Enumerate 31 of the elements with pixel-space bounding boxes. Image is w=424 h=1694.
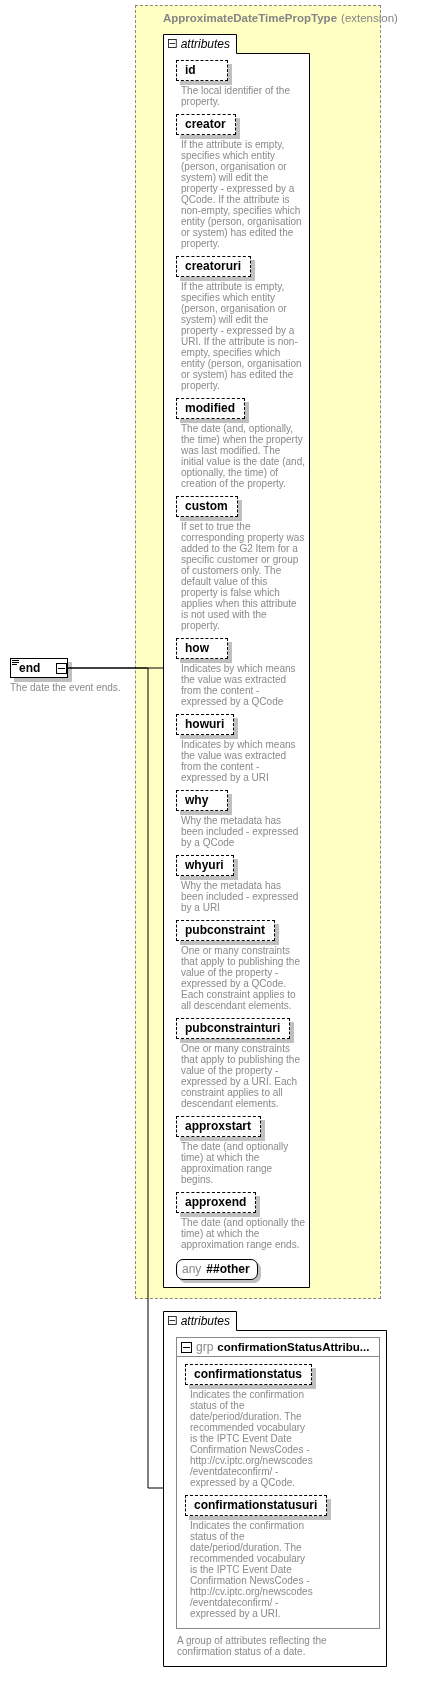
description-text: Why the metadata has been included - expressed by a URI [181, 880, 300, 913]
description-text: Indicates by which means the value was extracted from the content - expressed by a URI [181, 739, 297, 783]
group-keyword: grp [196, 1340, 214, 1354]
wildcard-namespace: ##other [206, 1262, 250, 1276]
description-text: If the attribute is empty, specifies which entity (person, organisation or system) will edit the property - expressed by a URI. If the attribute is non-empty, specifies which entity (person, organisation or system) has edited the property. [181, 281, 303, 391]
description-text: If the attribute is empty, specifies which entity (person, organisation or system) will edit the property - expressed by a QCode. If the attribute is non-empty, specifies which entity (person, organisation or system) has edited the property. [181, 139, 303, 249]
description-text: If set to true the corresponding property was added to the G2 Item for a specific customer or group of customers only. The default value of this property is false which applies when this attribute is not used with the property. [181, 521, 305, 631]
attribute-group-box [176, 1337, 380, 1629]
description-text: The date (and, optionally, the time) when the property was last modified. The initial value is the date (and, optionally, the time) of creation of the property. [181, 423, 305, 489]
description-text: A group of attributes reflecting the confirmation status of a date. [177, 1635, 328, 1657]
connector-line [67, 667, 164, 1489]
wildcard-keyword: any [182, 1262, 202, 1276]
compartment-label: attributes [180, 1313, 230, 1328]
description-text: Indicates by which means the value was extracted from the content - expressed by a QCode [181, 663, 297, 707]
description-text: Indicates the confirmation status of the date/period/duration. The recommended vocabulary is the IPTC Event Date Confirmation NewsCodes - http://cv.iptc.org/newscodes/eventdateconfirm/ - expressed by a QCode. [190, 1389, 314, 1488]
description-text: The local identifier of the property. [181, 85, 291, 107]
description-text: Why the metadata has been included - expressed by a QCode [181, 815, 300, 848]
element-name: end [19, 661, 41, 675]
wildcard-box [176, 1259, 258, 1280]
attributes-compartment [163, 34, 310, 1288]
description-text: Indicates the confirmation status of the date/period/duration. The recommended vocabulary is the IPTC Event Date Confirmation NewsCodes - http://cv.iptc.org/newscodes/eventdateconfirm/ - expressed by a URI. [190, 1520, 314, 1619]
description-text: The date (and optionally time) at which the approximation range begins. [181, 1141, 290, 1185]
derivation-label: (extension) [341, 12, 398, 24]
attributes-compartment [163, 1311, 387, 1667]
type-name: ApproximateDateTimePropType [163, 12, 338, 24]
description-text: The date (and optionally the time) at which the approximation range ends. [181, 1217, 305, 1250]
description-text: One or many constraints that apply to publishing the value of the property - expressed by a URI. Each constraint applies to all descendant elements. [181, 1043, 301, 1109]
description-text: The date the event ends. [10, 682, 122, 693]
compartment-label: attributes [180, 36, 230, 51]
group-name: confirmationStatusAttribu... [217, 1341, 370, 1353]
description-text: One or many constraints that apply to publishing the value of the property - expressed by a QCode. Each constraint applies to all descendant elements. [181, 945, 301, 1011]
